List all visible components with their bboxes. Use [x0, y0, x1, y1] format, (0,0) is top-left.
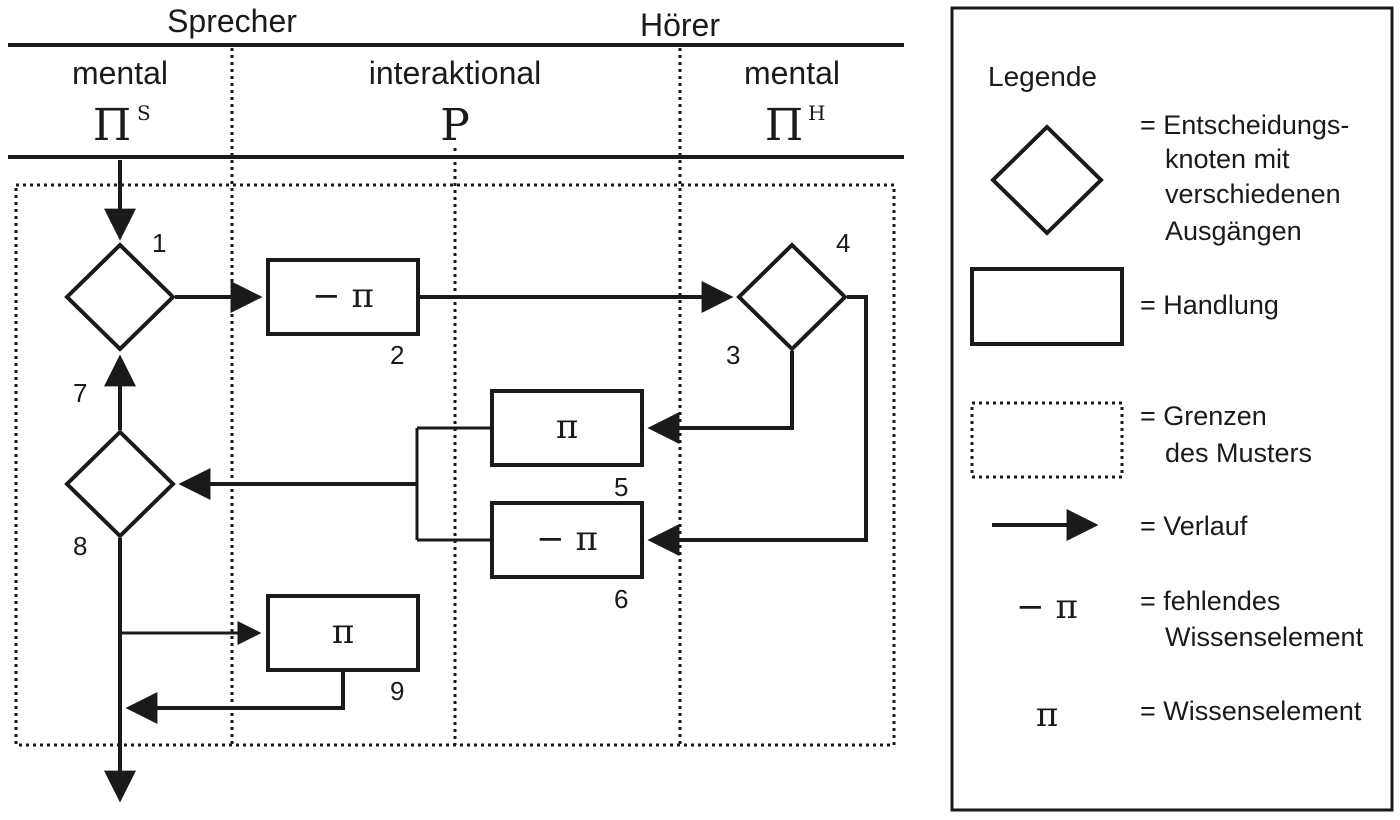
- node-label-6: 6: [614, 584, 628, 614]
- decision-node-4: [736, 242, 848, 352]
- flow-4-to-5-arrow: [647, 351, 794, 444]
- legend-decision-line-1: = Entscheidungs-: [1140, 110, 1349, 140]
- node-label-8: 8: [73, 531, 87, 561]
- hearer-mental-symbol: Π: [765, 100, 803, 151]
- node-label-5: 5: [614, 472, 628, 502]
- legend-decision-line-4: Ausgängen: [1165, 216, 1302, 246]
- interactional-symbol: P: [440, 100, 470, 151]
- legend-decision-node-icon: [990, 124, 1104, 236]
- legend-panel: [950, 6, 1394, 812]
- column-hearer-mental-label: mental: [744, 55, 840, 91]
- legend-boundary-line-1: = Grenzen: [1140, 401, 1267, 431]
- node-label-9: 9: [390, 676, 404, 706]
- decision-node-1: [64, 242, 176, 352]
- flow-9-return-arrow: [125, 672, 345, 724]
- column-speaker-mental-label: mental: [72, 55, 168, 91]
- action-9-symbol: π: [332, 612, 354, 652]
- legend-missing-line-2: Wissenselement: [1165, 622, 1364, 652]
- decision-node-8: [64, 429, 176, 539]
- speaker-mental-superscript: S: [137, 101, 151, 125]
- legend-boundary-line-2: des Musters: [1165, 438, 1312, 468]
- legend-missing-symbol: − π: [1016, 587, 1078, 627]
- legend-action-text: = Handlung: [1140, 290, 1279, 320]
- legend-knowledge-symbol: π: [1036, 695, 1058, 735]
- legend-action-icon: [970, 267, 1124, 346]
- action-box-9: [266, 594, 420, 672]
- legend-boundary-icon: [970, 401, 1124, 479]
- action-box-6: [490, 501, 644, 579]
- node-label-4: 4: [836, 228, 850, 258]
- hearer-mental-superscript: H: [808, 101, 825, 125]
- node-label-7: 7: [73, 378, 87, 408]
- node-label-3: 3: [726, 340, 740, 370]
- action-box-2: [266, 258, 420, 336]
- pattern-boundary: [14, 183, 896, 747]
- column-interactional-label: interaktional: [369, 55, 542, 91]
- action-2-symbol: − π: [312, 276, 374, 316]
- action-5-symbol: π: [556, 407, 578, 447]
- legend-flow-text: = Verlauf: [1140, 511, 1248, 541]
- speaker-mental-symbol: Π: [93, 100, 131, 151]
- legend-title: Legende: [988, 61, 1097, 92]
- legend-missing-line-1: = fehlendes: [1140, 586, 1280, 616]
- node-label-1: 1: [152, 228, 166, 258]
- legend-decision-line-2: knoten mit: [1165, 144, 1290, 174]
- legend-knowledge-text: = Wissenselement: [1140, 696, 1362, 726]
- action-6-symbol: − π: [536, 519, 598, 559]
- hearer-label: Hörer: [640, 7, 720, 43]
- flow-4-to-6-arrow: [647, 295, 868, 556]
- speaker-label: Sprecher: [167, 3, 297, 39]
- legend-decision-line-3: verschiedenen: [1165, 179, 1341, 209]
- node-label-2: 2: [390, 340, 404, 370]
- action-box-5: [490, 389, 644, 467]
